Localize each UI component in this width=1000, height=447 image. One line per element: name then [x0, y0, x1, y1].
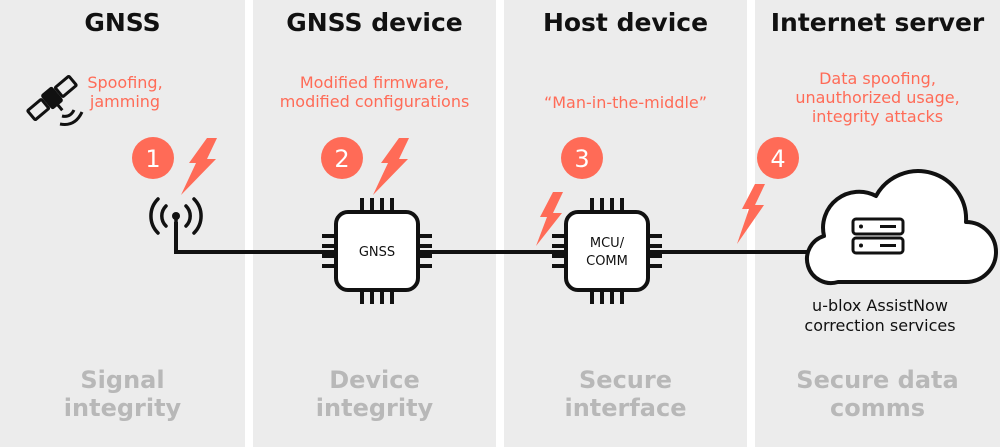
- badge-number: 4: [770, 145, 785, 173]
- column-footer: Signal integrity: [0, 366, 245, 422]
- column-title: Internet server: [770, 8, 985, 37]
- threat-text: Spoofing, jamming: [60, 73, 190, 111]
- connection-line: [174, 222, 830, 254]
- column-footer: Device integrity: [253, 366, 496, 422]
- threat-line: unauthorized usage,: [795, 88, 960, 107]
- lightning-bolt-icon: [737, 184, 765, 244]
- threat-text: Data spoofing, unauthorized usage, integ…: [755, 69, 1000, 126]
- mcu-chip-icon: [552, 198, 662, 304]
- service-label: u-blox AssistNow correction services: [760, 296, 1000, 336]
- badge-3: 3: [561, 137, 603, 179]
- threat-line: “Man-in-the-middle”: [543, 93, 708, 112]
- satellite-icon: [26, 74, 78, 122]
- lightning-bolt-icon: [181, 138, 217, 195]
- column-footer: Secure interface: [504, 366, 747, 422]
- cloud-server-icon: [804, 169, 998, 286]
- column-footer: Secure data comms: [755, 366, 1000, 422]
- threat-line: Spoofing,: [87, 73, 163, 92]
- footer-line: Signal: [80, 366, 165, 394]
- satellite-signal-icon: [59, 109, 84, 126]
- badge-number: 1: [145, 145, 160, 173]
- mcu-chip-label-line: MCU/: [590, 236, 625, 251]
- badge-number: 2: [334, 145, 349, 173]
- column-title: GNSS device: [286, 8, 463, 37]
- threat-line: jamming: [89, 92, 161, 111]
- column-title: GNSS: [84, 8, 161, 37]
- footer-line: Secure: [579, 366, 672, 394]
- badge-1: 1: [132, 137, 174, 179]
- gnss-chip-icon: [322, 198, 432, 304]
- threat-line: Modified firmware,: [299, 73, 450, 92]
- threat-line: Data spoofing,: [819, 69, 936, 88]
- footer-line: comms: [829, 394, 925, 422]
- badge-number: 3: [574, 145, 589, 173]
- column-gnss: GNSS Spoofing, jamming Signal integrity: [0, 0, 245, 447]
- mcu-chip-label-line: COMM: [586, 254, 628, 269]
- badge-2: 2: [321, 137, 363, 179]
- footer-line: interface: [564, 394, 687, 422]
- gnss-chip-label: GNSS: [359, 245, 395, 260]
- column-title: Host device: [542, 8, 709, 37]
- footer-line: integrity: [315, 394, 434, 422]
- threat-line: integrity attacks: [811, 107, 944, 126]
- footer-line: Secure data: [796, 366, 959, 394]
- threat-line: modified configurations: [279, 92, 470, 111]
- footer-line: integrity: [63, 394, 182, 422]
- badge-4: 4: [757, 137, 799, 179]
- threat-text: Modified firmware, modified configuratio…: [253, 73, 496, 111]
- lightning-bolt-icon: [536, 192, 563, 246]
- service-label-line: u-blox AssistNow: [812, 296, 948, 315]
- threat-text: “Man-in-the-middle”: [504, 93, 747, 112]
- antenna-icon: [149, 197, 203, 254]
- lightning-bolt-icon: [373, 138, 409, 195]
- footer-line: Device: [329, 366, 420, 394]
- service-label-line: correction services: [804, 316, 956, 335]
